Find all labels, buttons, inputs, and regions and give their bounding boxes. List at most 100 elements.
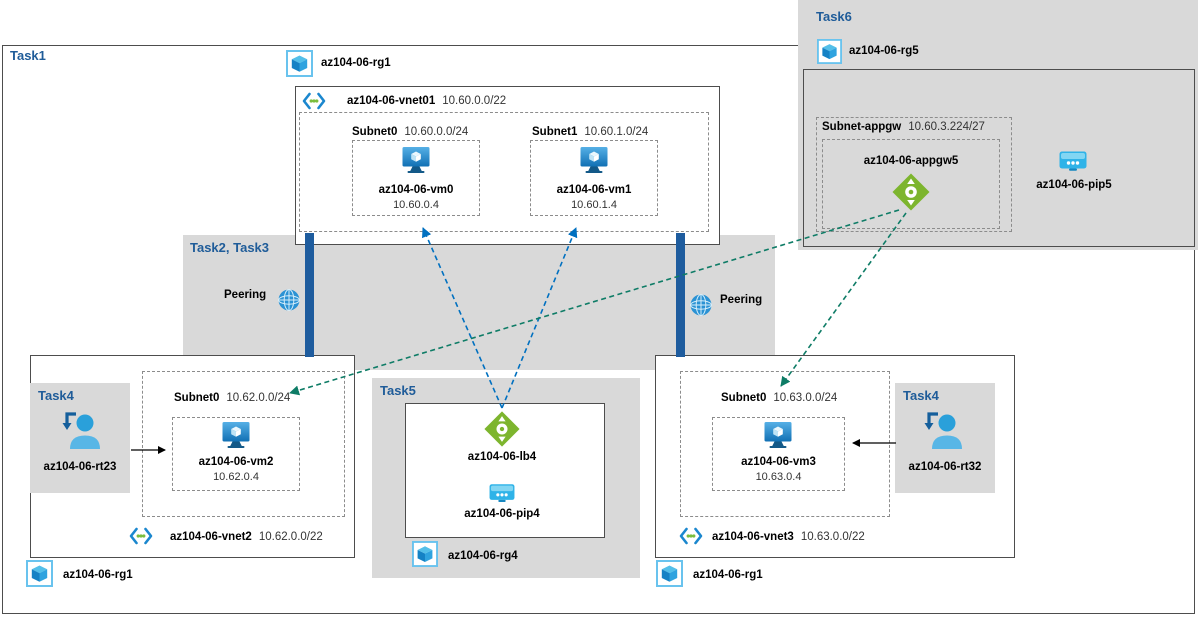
pip5-label: az104-06-pip5 xyxy=(1036,179,1112,191)
hub-subnet0-cidr: 10.60.0.0/24 xyxy=(404,126,469,138)
rg4-icon-wrap xyxy=(412,541,438,567)
task1-label: Task1 xyxy=(10,48,46,63)
rg5-label: az104-06-rg5 xyxy=(849,45,919,57)
task2-3-label: Task2, Task3 xyxy=(190,240,270,255)
vm2-ip: 10.62.0.4 xyxy=(213,471,259,483)
lb4-icon-wrap xyxy=(483,410,521,448)
rt32-label: az104-06-rt32 xyxy=(908,461,982,473)
task6-label: Task6 xyxy=(816,9,852,24)
spoke3-subnet-cidr: 10.63.0.0/24 xyxy=(773,392,838,404)
rg4-label: az104-06-rg4 xyxy=(448,550,518,562)
vnet-icon xyxy=(679,527,703,545)
subnet-appgw-title: Subnet-appgw 10.60.3.224/27 xyxy=(822,121,985,133)
pip4-label: az104-06-pip4 xyxy=(464,508,540,520)
spoke2-subnet-title: Subnet0 10.62.0.0/24 xyxy=(174,392,290,404)
vnet3-name: az104-06-vnet3 xyxy=(712,531,794,543)
vnet3-cidr: 10.63.0.0/22 xyxy=(800,531,865,543)
spoke3-subnet-title: Subnet0 10.63.0.0/24 xyxy=(721,392,837,404)
hub-rg-group xyxy=(286,50,313,77)
vm3-name: az104-06-vm3 xyxy=(741,456,816,468)
appgw-icon-wrap xyxy=(891,172,931,212)
vnet2-title: az104-06-vnet2 10.62.0.0/22 xyxy=(170,531,323,543)
task2-3-region xyxy=(183,235,775,370)
lb4-label: az104-06-lb4 xyxy=(467,451,537,463)
hub-subnet1-name: Subnet1 xyxy=(532,126,578,138)
subnet-appgw-outline xyxy=(816,117,1012,232)
spoke3-vm-box xyxy=(712,417,845,491)
vnet01-title: az104-06-vnet01 10.60.0.0/22 xyxy=(347,95,506,107)
vm3-icon-wrap xyxy=(763,421,793,449)
vnet3-title: az104-06-vnet3 10.63.0.0/22 xyxy=(712,531,865,543)
vm1-name: az104-06-vm1 xyxy=(556,184,632,196)
resource-group-icon xyxy=(656,560,683,587)
vm0-ip: 10.60.0.4 xyxy=(393,199,439,211)
vm2-icon-wrap xyxy=(221,421,251,449)
rt23-label: az104-06-rt23 xyxy=(43,461,117,473)
vm2-name: az104-06-vm2 xyxy=(198,456,274,468)
vnet3-icon-wrap xyxy=(678,526,704,546)
task6-box xyxy=(803,69,1195,247)
hub-subnet1-title: Subnet1 10.60.1.0/24 xyxy=(532,126,648,138)
vm-icon xyxy=(580,147,608,173)
vm-icon xyxy=(402,147,430,173)
hub-subnet0-title: Subnet0 10.60.0.0/24 xyxy=(352,126,468,138)
spoke2-rg-label: az104-06-rg1 xyxy=(63,569,133,581)
vnet01-icon-wrap xyxy=(301,91,327,111)
application-gateway-icon xyxy=(892,173,930,211)
task6-region xyxy=(798,0,1198,250)
task4-left-label: Task4 xyxy=(38,388,74,403)
subnet-appgw-cidr: 10.60.3.224/27 xyxy=(908,121,985,133)
hub-subnet0-name: Subnet0 xyxy=(352,126,398,138)
load-balancer-icon xyxy=(484,411,520,447)
vm3-ip: 10.63.0.4 xyxy=(755,471,802,483)
pip5-icon-wrap xyxy=(1058,148,1088,174)
peering-globe-icon xyxy=(278,289,300,311)
spoke2-vm-box xyxy=(172,417,300,491)
peering-left-label: Peering xyxy=(224,289,267,301)
resource-group-icon xyxy=(26,560,53,587)
spoke2-rg-icon-wrap xyxy=(26,560,53,587)
route-table-user-icon xyxy=(924,412,962,449)
spoke2-subnet-name: Subnet0 xyxy=(174,392,220,404)
vnet01-name: az104-06-vnet01 xyxy=(347,95,436,107)
route-table-user-icon xyxy=(62,412,100,449)
rg5-icon-wrap xyxy=(817,39,842,64)
appgw-name: az104-06-appgw5 xyxy=(863,155,959,167)
public-ip-icon xyxy=(489,484,515,502)
resource-group-icon xyxy=(817,39,842,64)
vm1-icon-wrap xyxy=(579,146,609,174)
vnet2-cidr: 10.62.0.0/22 xyxy=(258,531,323,543)
vnet2-icon-wrap xyxy=(128,526,154,546)
vm0-icon-wrap xyxy=(401,146,431,174)
vnet2-name: az104-06-vnet2 xyxy=(170,531,252,543)
spoke2-subnet-outline xyxy=(142,371,345,517)
task4-right-label: Task4 xyxy=(903,388,939,403)
subnet-appgw-box xyxy=(822,139,1000,229)
rt23-icon-wrap xyxy=(59,408,103,454)
peering-right-globe-wrap xyxy=(688,292,714,318)
spoke2-subnet-cidr: 10.62.0.0/24 xyxy=(226,392,291,404)
vnet-icon xyxy=(302,92,326,110)
peering-right-label: Peering xyxy=(720,294,763,306)
peering-bar-right xyxy=(676,233,685,357)
pip4-icon-wrap xyxy=(488,481,516,505)
vnet-icon xyxy=(129,527,153,545)
hub-rg-label: az104-06-rg1 xyxy=(321,57,391,69)
spoke3-rg-icon-wrap xyxy=(656,560,683,587)
spoke3-rg-label: az104-06-rg1 xyxy=(693,569,763,581)
public-ip-icon xyxy=(1059,151,1087,171)
vm-icon xyxy=(222,422,250,448)
peering-globe-icon xyxy=(690,294,712,316)
peering-bar-left xyxy=(305,233,314,357)
vm1-ip: 10.60.1.4 xyxy=(571,199,617,211)
vnet01-cidr: 10.60.0.0/22 xyxy=(442,95,507,107)
vm-icon xyxy=(764,422,792,448)
resource-group-icon xyxy=(286,50,313,77)
rt32-icon-wrap xyxy=(921,408,965,454)
peering-left-globe-wrap xyxy=(276,287,302,313)
subnet-appgw-name: Subnet-appgw xyxy=(822,121,902,133)
spoke3-subnet-name: Subnet0 xyxy=(721,392,767,404)
task5-label: Task5 xyxy=(380,383,416,398)
resource-group-icon xyxy=(412,541,438,567)
